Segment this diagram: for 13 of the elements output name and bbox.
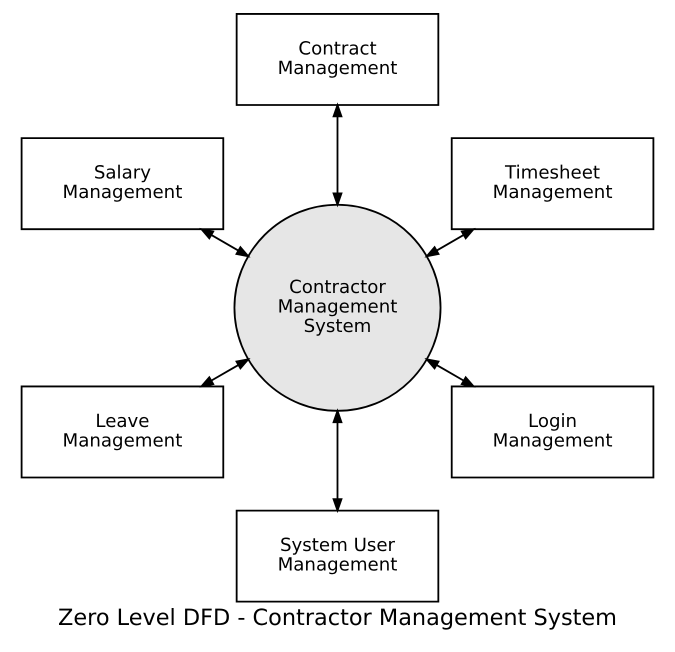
arrow [424, 228, 476, 258]
arrow [199, 228, 251, 258]
diagram-title: Zero Level DFD - Contractor Management System [58, 605, 617, 632]
arrow [424, 358, 476, 388]
node-box: System User Management [236, 510, 440, 603]
node-box: Leave Management [20, 386, 224, 478]
arrow [332, 408, 343, 514]
node-box: Contract Management [236, 13, 440, 106]
node-box: Login Management [450, 386, 654, 478]
node-box: Salary Management [20, 137, 224, 230]
node-box: Timesheet Management [450, 137, 654, 230]
arrow [199, 358, 251, 388]
arrow [332, 102, 343, 208]
